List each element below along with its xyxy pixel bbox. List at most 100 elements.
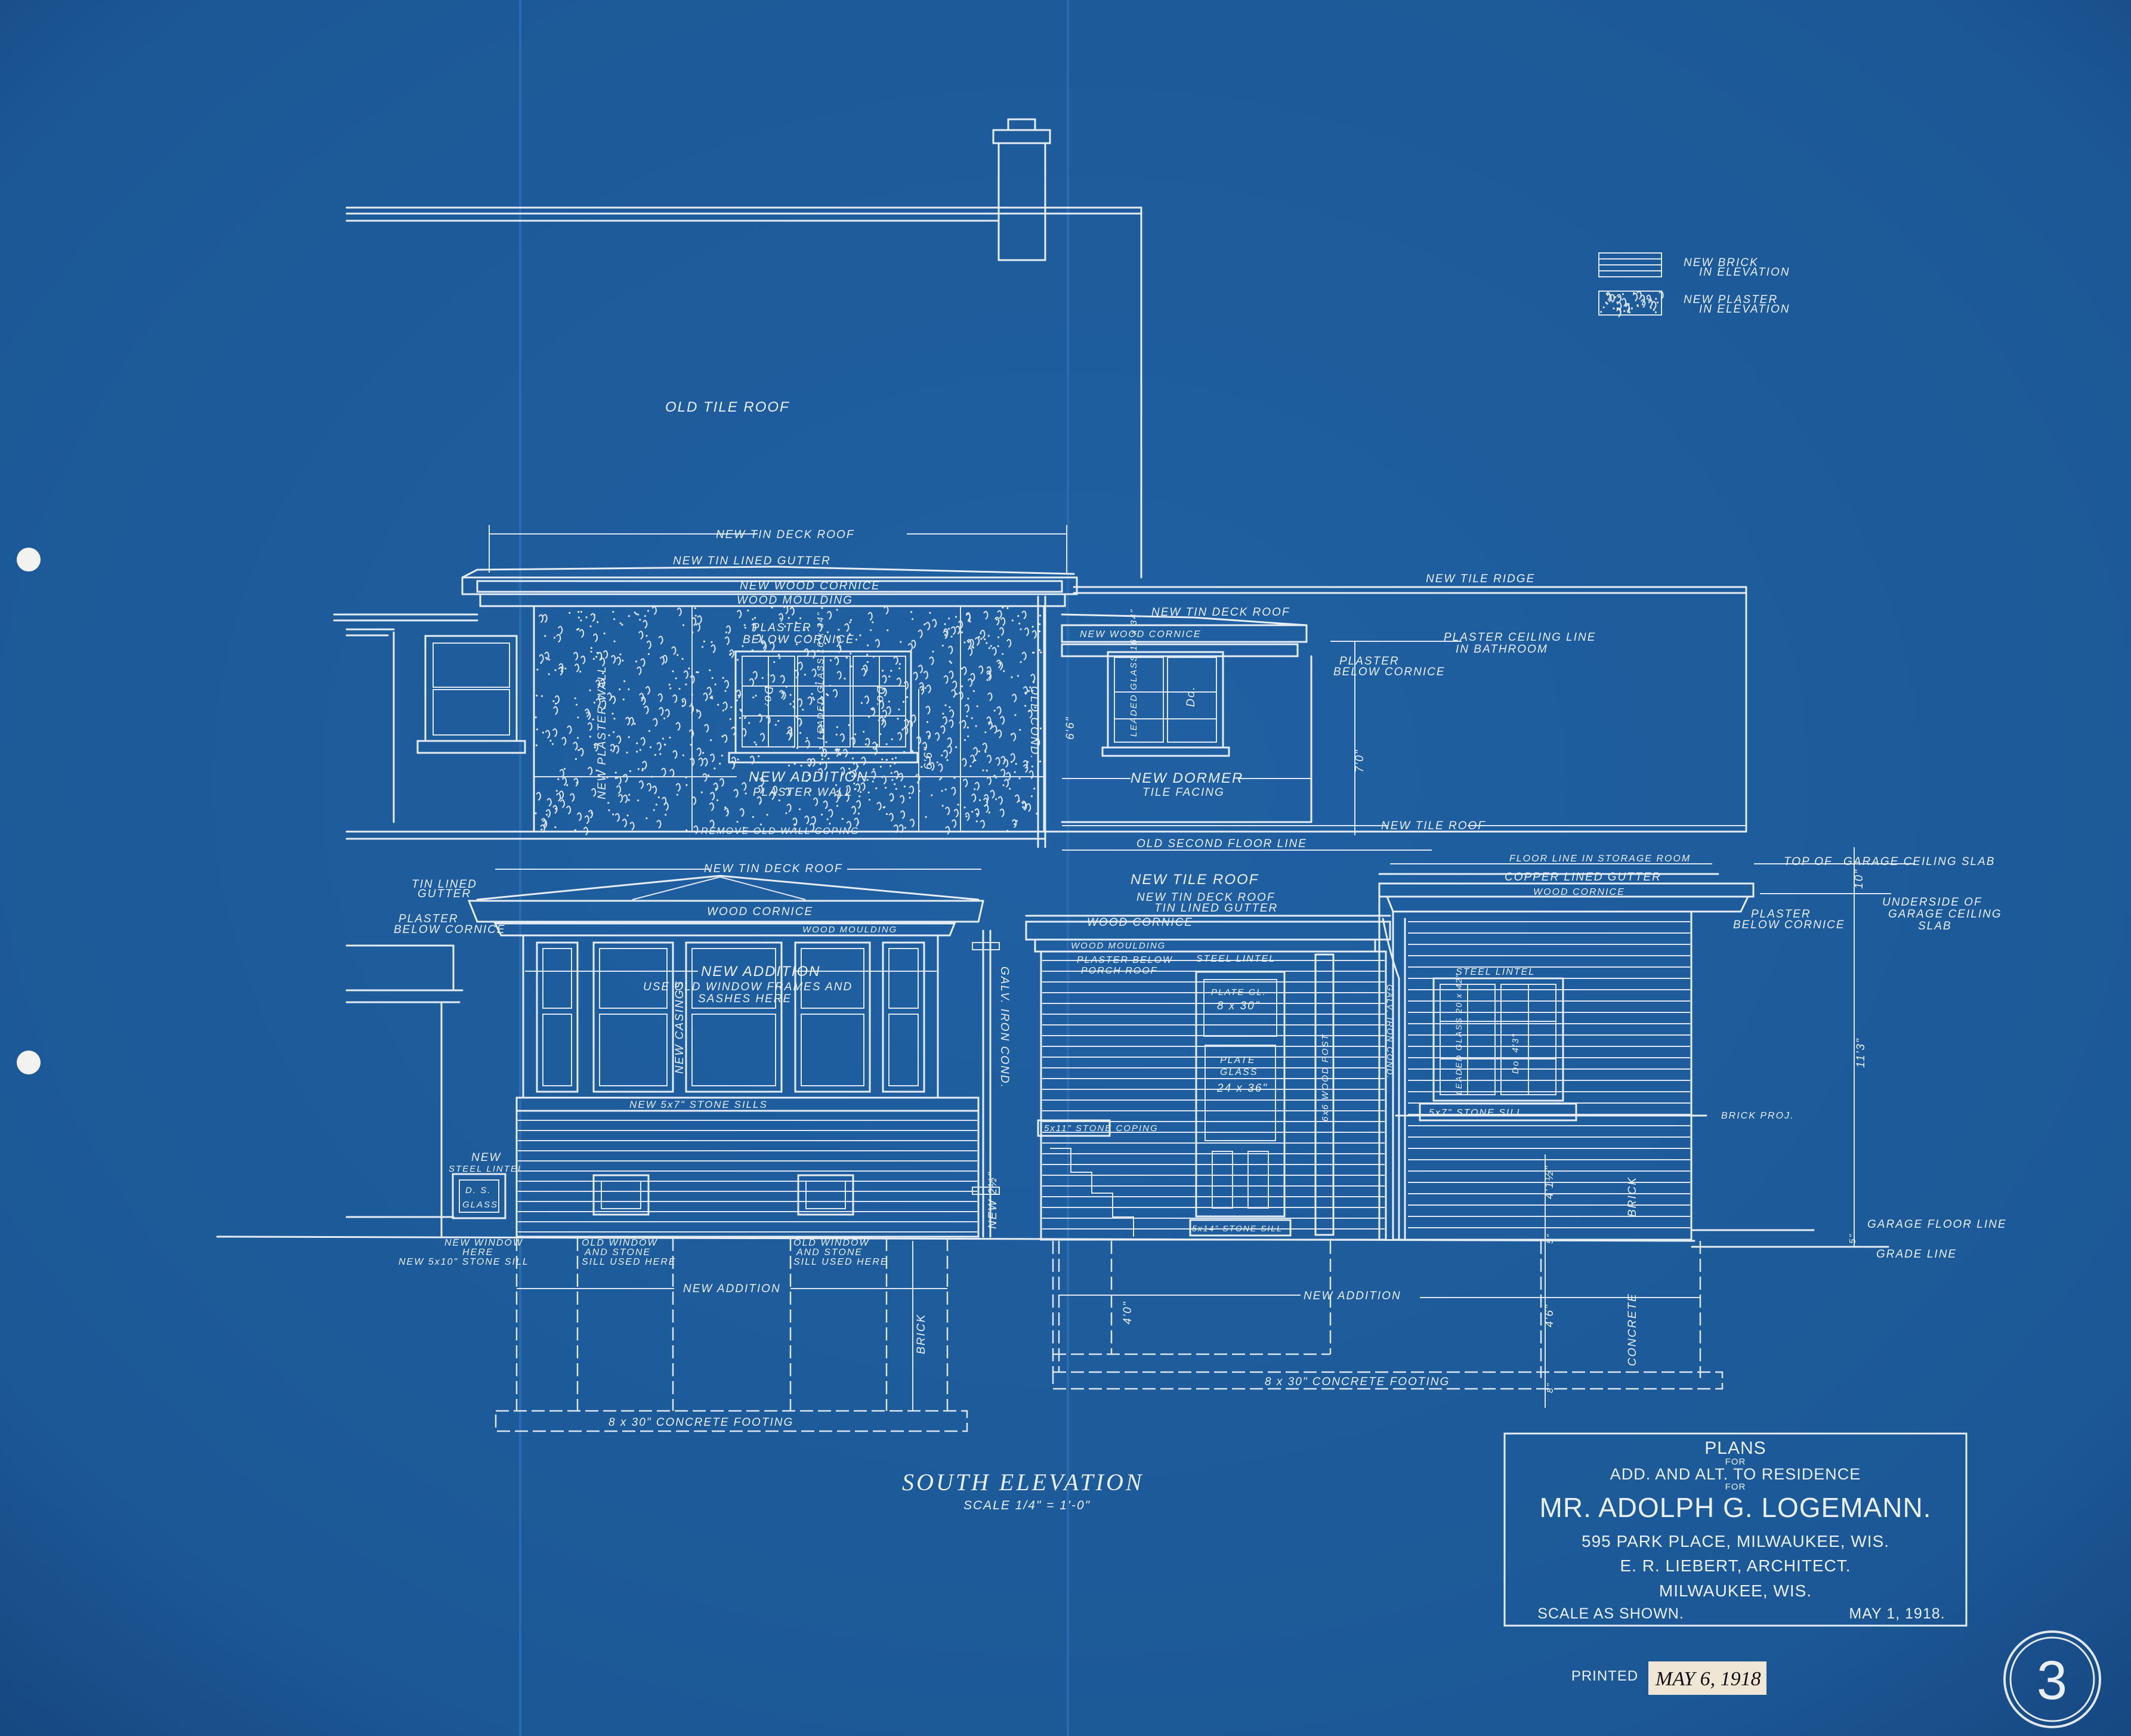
label-new-addition: NEW ADDITION (683, 1283, 781, 1295)
plaster-speck (898, 773, 904, 782)
label-steel-lintel: STEEL LINTEL (1456, 967, 1535, 977)
plaster-speck (844, 677, 846, 680)
plaster-speck (774, 724, 777, 726)
plaster-speck (924, 687, 926, 689)
plaster-speck (724, 690, 727, 692)
plaster-speck (1009, 787, 1011, 790)
plaster-speck (957, 804, 959, 806)
plaster-speck (819, 762, 821, 765)
plaster-speck (872, 621, 874, 623)
label-concrete: CONCRETE (1626, 1293, 1639, 1366)
plaster-speck (696, 747, 702, 756)
plaster-speck (955, 746, 958, 749)
plaster-speck (561, 666, 563, 669)
plaster-speck (909, 785, 915, 795)
plaster-speck (958, 691, 963, 700)
plaster-speck (636, 742, 638, 745)
plaster-speck (675, 783, 681, 792)
plaster-speck (756, 634, 761, 643)
plaster-speck (593, 743, 598, 752)
plaster-speck (1040, 651, 1042, 654)
plaster-speck (773, 780, 775, 782)
plaster-speck (588, 810, 594, 819)
plaster-speck (752, 618, 754, 620)
plaster-speck (634, 722, 636, 725)
plaster-speck (610, 743, 615, 753)
plaster-speck (972, 690, 975, 692)
plaster-speck (709, 739, 712, 742)
plaster-speck (835, 733, 838, 736)
plaster-speck (826, 818, 829, 821)
label-new-addition: NEW ADDITION (749, 769, 868, 785)
plaster-speck (672, 750, 678, 759)
legend-plaster-label-2: IN ELEVATION (1699, 303, 1790, 316)
plaster-speck (826, 611, 832, 620)
plaster-speck (576, 781, 578, 784)
plaster-speck (823, 800, 828, 810)
plaster-speck (731, 756, 736, 766)
plaster-speck (983, 611, 989, 620)
plaster-speck (1014, 823, 1016, 826)
plaster-speck (952, 680, 958, 690)
plaster-speck (635, 660, 637, 663)
plaster-speck (868, 798, 871, 801)
plaster-speck (806, 737, 808, 739)
plaster-speck (885, 786, 887, 789)
plaster-speck (636, 666, 642, 675)
plaster-speck (688, 705, 694, 713)
plaster-speck (1605, 301, 1607, 304)
plaster-speck (600, 657, 606, 667)
plaster-speck (1000, 617, 1006, 626)
label-sill-used-here: SILL USED HERE (582, 1257, 676, 1267)
plaster-speck (580, 655, 586, 665)
plaster-speck (773, 661, 776, 663)
plaster-speck (888, 700, 890, 703)
plaster-speck (909, 818, 915, 827)
plaster-speck (641, 769, 644, 772)
plaster-speck (1017, 614, 1020, 617)
label-new-tin-deck-roof: NEW TIN DECK ROOF (1151, 606, 1290, 619)
plaster-speck (1034, 706, 1036, 709)
label-below-cornice: BELOW CORNICE (743, 634, 855, 646)
plaster-speck (827, 809, 833, 818)
plaster-speck (899, 795, 905, 804)
plaster-speck (953, 777, 956, 779)
plaster-speck (613, 640, 616, 642)
plaster-speck (662, 737, 665, 740)
plaster-speck (668, 684, 671, 686)
plaster-speck (947, 737, 952, 746)
plaster-speck (779, 617, 782, 620)
plaster-speck (820, 813, 823, 816)
plaster-speck (1650, 307, 1652, 309)
upper-sash (691, 948, 776, 1009)
plaster-speck (535, 812, 537, 814)
plaster-speck (709, 753, 715, 762)
lower-sash (801, 1014, 864, 1086)
plaster-speck (817, 768, 823, 777)
plaster-speck (706, 686, 712, 696)
grade-line (216, 1229, 1889, 1248)
plaster-speck (795, 621, 798, 624)
plaster-speck (744, 626, 747, 629)
plaster-speck (719, 778, 724, 787)
plaster-speck (701, 645, 704, 648)
bay-window-frame (794, 941, 871, 1093)
plaster-speck (963, 739, 966, 742)
plaster-speck (813, 797, 819, 807)
plaster-speck (953, 808, 959, 818)
plaster-speck (978, 665, 984, 675)
plaster-speck (1018, 777, 1021, 780)
plaster-speck (903, 726, 909, 736)
plaster-speck (758, 784, 763, 794)
plaster-speck (614, 813, 620, 822)
plaster-speck (751, 623, 756, 632)
plaster-speck (817, 623, 823, 632)
plaster-speck (834, 748, 839, 757)
plaster-speck (997, 610, 1002, 619)
right-foundation (1052, 1154, 1724, 1408)
plaster-speck (836, 805, 839, 807)
plaster-speck (745, 792, 747, 795)
plaster-speck (685, 829, 688, 832)
plaster-speck (707, 774, 710, 777)
plaster-speck (595, 679, 601, 688)
